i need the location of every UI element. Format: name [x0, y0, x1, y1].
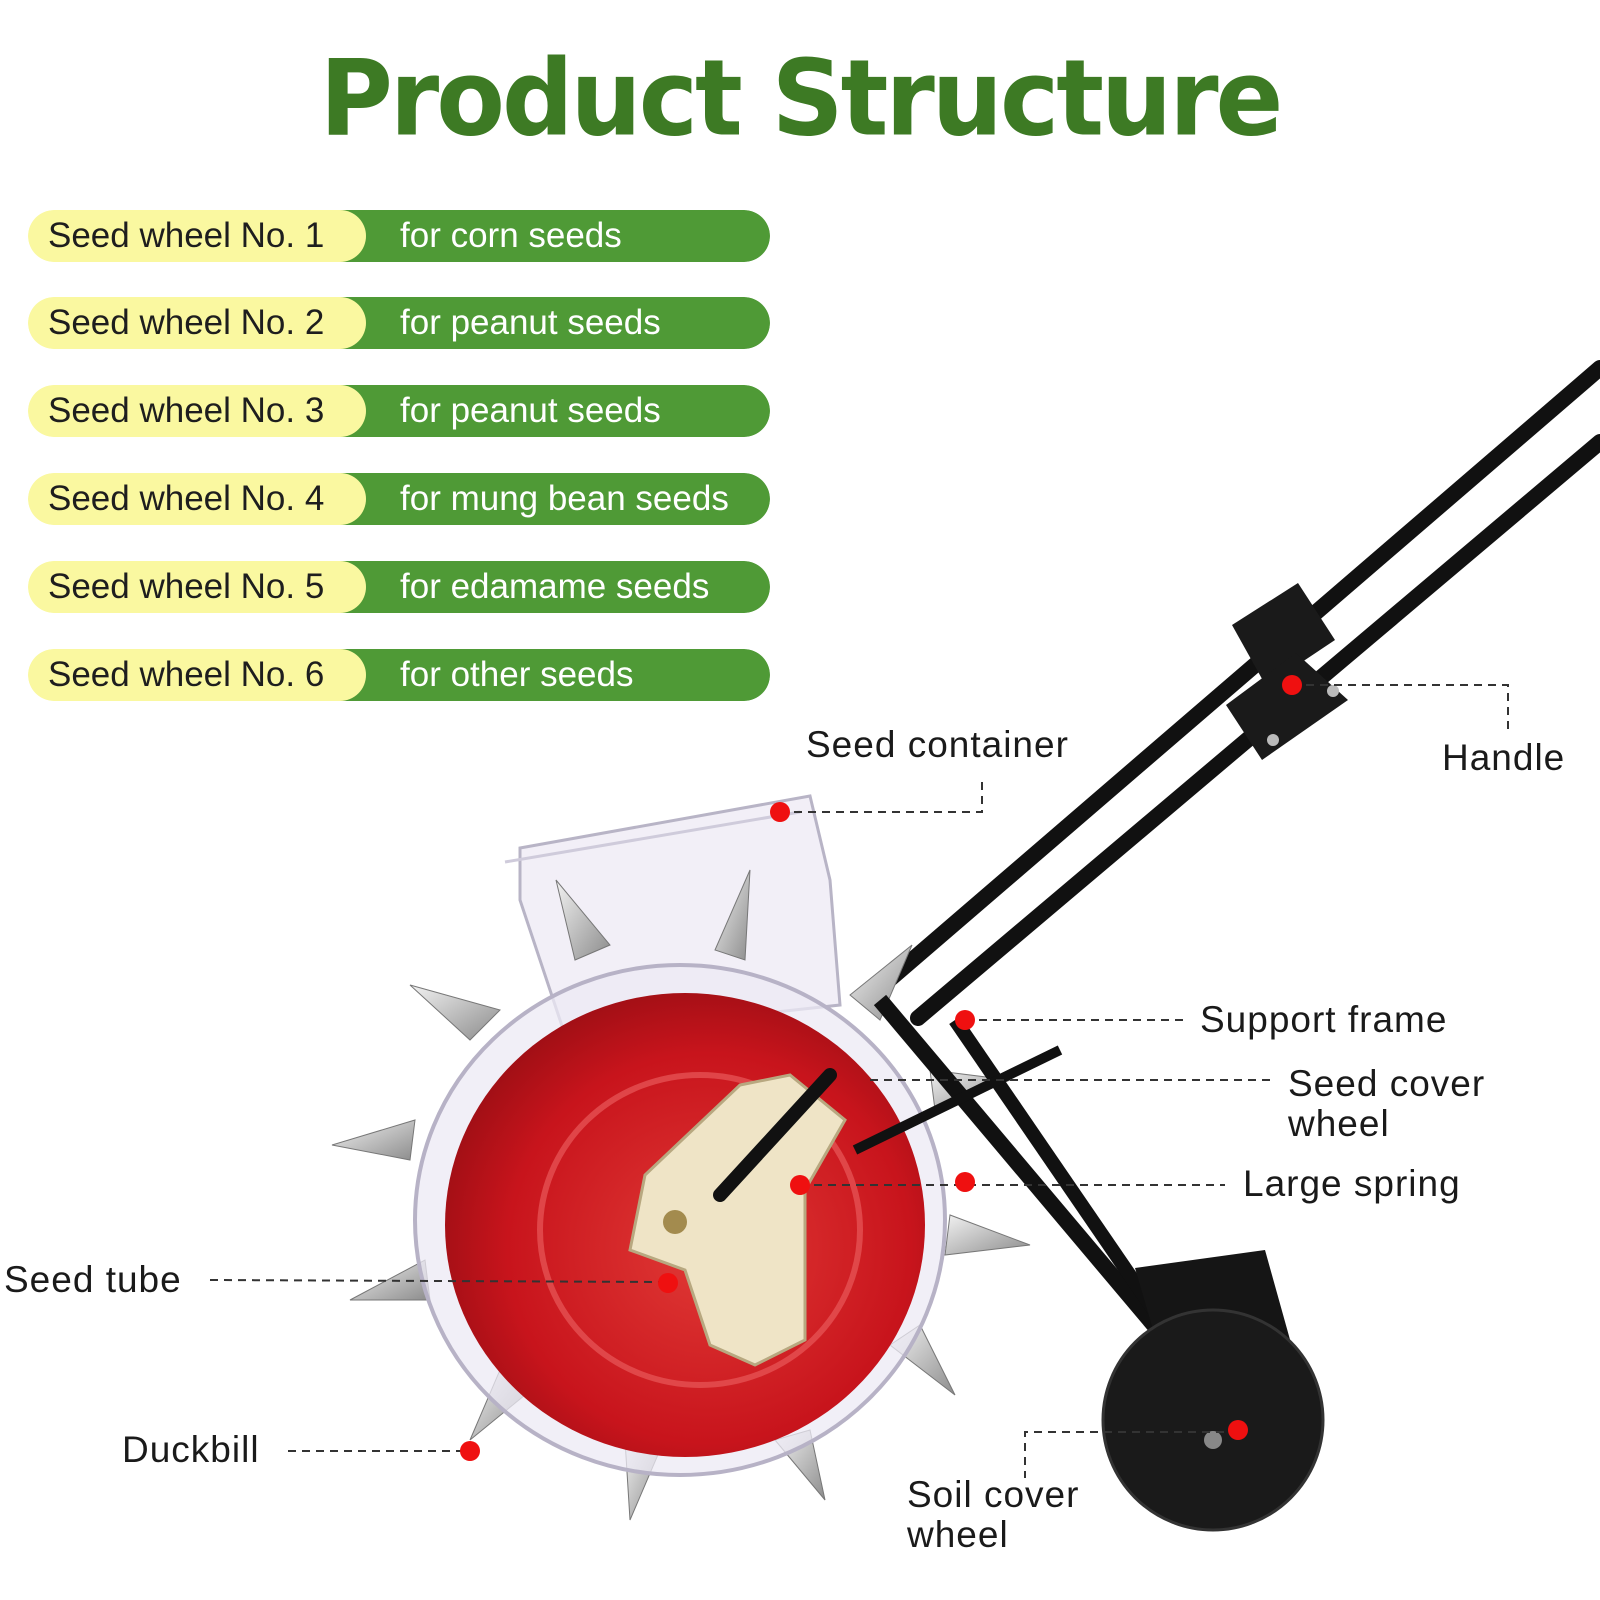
leader-seed-tube — [209, 1279, 666, 1283]
marker-large-spring-b — [955, 1172, 975, 1192]
crank-arm — [628, 1068, 847, 1367]
seed-wheel-use: for mung bean seeds — [328, 473, 770, 525]
handle-joint — [1226, 583, 1348, 760]
label-handle: Handle — [1442, 737, 1566, 778]
seed-wheel-inner-ring — [537, 1072, 863, 1388]
label-soil-cover-wheel-line2: wheel — [907, 1514, 1009, 1555]
seed-wheel-use: for peanut seeds — [328, 385, 770, 437]
markers — [460, 675, 1302, 1461]
marker-seed-container — [770, 802, 790, 822]
label-seed-cover-wheel-line2: wheel — [1288, 1103, 1390, 1144]
leader-lines — [209, 684, 1509, 1478]
seed-wheel-name: Seed wheel No. 2 — [28, 297, 366, 349]
marker-handle — [1282, 675, 1302, 695]
marker-soil-cover-wheel — [1228, 1420, 1248, 1440]
label-support-frame: Support frame — [1200, 999, 1448, 1040]
label-seed-container: Seed container — [806, 724, 1069, 765]
label-seed-tube: Seed tube — [4, 1259, 182, 1300]
seed-wheel-use: for other seeds — [328, 649, 770, 701]
seed-wheel-name: Seed wheel No. 4 — [28, 473, 366, 525]
marker-large-spring-a — [790, 1175, 810, 1195]
seed-wheel-use: for peanut seeds — [328, 297, 770, 349]
seed-wheel-name: Seed wheel No. 6 — [28, 649, 366, 701]
seed-wheel-name: Seed wheel No. 1 — [28, 210, 366, 262]
label-soil-cover-wheel-line1: Soil cover — [907, 1474, 1080, 1515]
seed-wheel-use: for edamame seeds — [328, 561, 770, 613]
label-duckbill: Duckbill — [122, 1429, 260, 1470]
seed-wheel-row-4: Seed wheel No. 4 for mung bean seeds — [28, 473, 770, 525]
handle-tubes — [867, 360, 1600, 1026]
seed-wheel-row-1: Seed wheel No. 1 for corn seeds — [28, 210, 770, 262]
marker-seed-tube — [658, 1273, 678, 1293]
seed-wheel-row-2: Seed wheel No. 2 for peanut seeds — [28, 297, 770, 349]
label-seed-cover-wheel-line1: Seed cover — [1288, 1063, 1486, 1104]
soil-cover-roller — [1101, 1250, 1325, 1532]
marker-duckbill — [460, 1441, 480, 1461]
seed-wheel-name: Seed wheel No. 3 — [28, 385, 366, 437]
seed-wheel-row-6: Seed wheel No. 6 for other seeds — [28, 649, 770, 701]
leader-seed-container — [780, 777, 983, 813]
label-large-spring: Large spring — [1243, 1163, 1461, 1204]
seed-wheel-use: for corn seeds — [328, 210, 770, 262]
page-title: Product Structure — [319, 37, 1284, 160]
seed-wheel-row-5: Seed wheel No. 5 for edamame seeds — [28, 561, 770, 613]
leader-soil-cover-wheel — [1024, 1431, 1238, 1478]
seed-wheel-name: Seed wheel No. 5 — [28, 561, 366, 613]
marker-support-frame — [955, 1010, 975, 1030]
seed-wheel-row-3: Seed wheel No. 3 for peanut seeds — [28, 385, 770, 437]
leader-handle — [1292, 684, 1509, 735]
